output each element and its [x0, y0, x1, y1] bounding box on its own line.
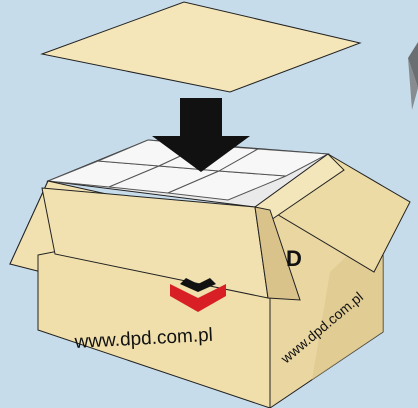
side-logo-text: D [286, 246, 302, 271]
